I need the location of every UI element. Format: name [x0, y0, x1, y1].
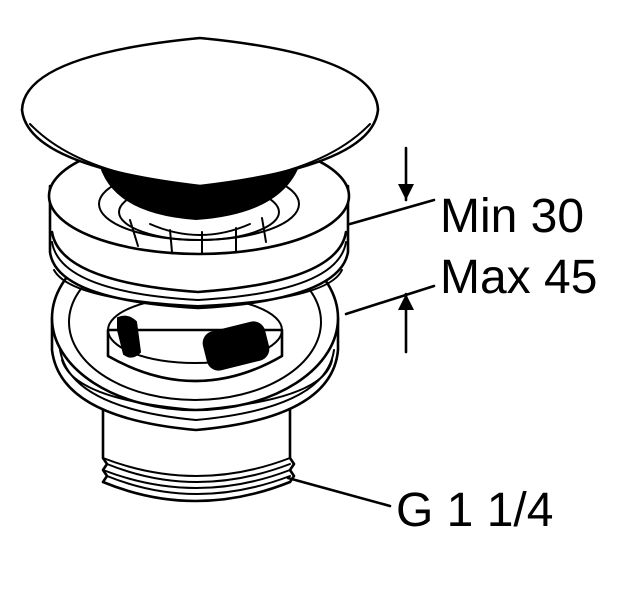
thread-leader-line	[286, 476, 392, 508]
pop-up-cap	[20, 36, 380, 220]
min-label: Min 30	[440, 190, 584, 243]
left-slot-opening	[117, 315, 142, 358]
right-slot-opening	[202, 321, 270, 371]
max-dimension-arrow	[344, 284, 436, 354]
min-dimension-arrow	[348, 146, 436, 226]
max-label: Max 45	[440, 251, 597, 304]
threaded-pipe	[101, 398, 296, 503]
thread-size-label: G 1 1/4	[396, 484, 553, 537]
